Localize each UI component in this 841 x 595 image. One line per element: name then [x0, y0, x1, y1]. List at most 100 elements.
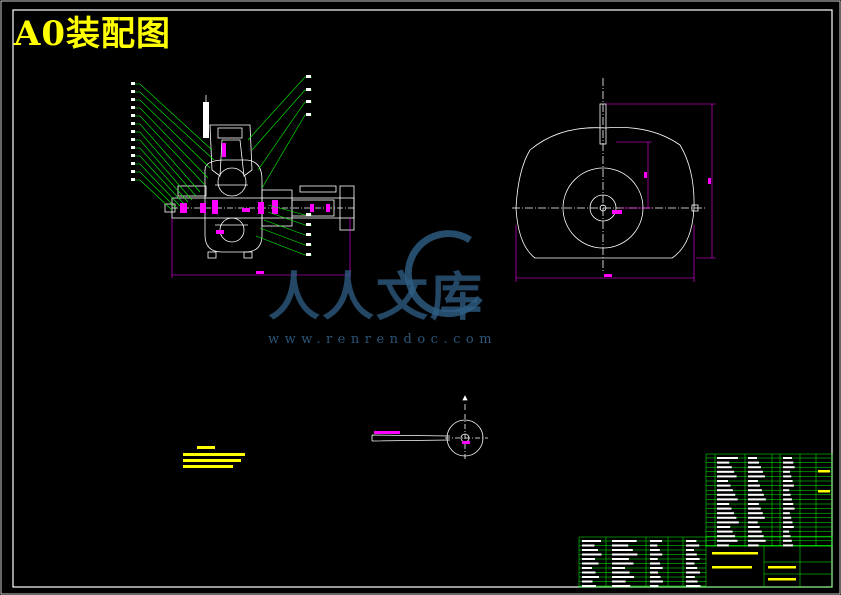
cell-text-mark — [612, 544, 629, 547]
title-block-text-mark — [768, 566, 796, 569]
cell-text-mark — [717, 470, 735, 473]
cell-text-mark — [748, 461, 759, 464]
cell-text-mark — [748, 503, 759, 505]
table-cell-text — [582, 457, 795, 587]
table-cell-text-yellow — [712, 470, 830, 581]
cell-text-mark — [582, 544, 595, 547]
cell-text-mark — [748, 475, 765, 478]
cell-text-mark — [717, 507, 732, 510]
cell-text-mark — [717, 457, 738, 459]
part-leaders-right — [247, 76, 312, 256]
cell-text-mark — [748, 526, 760, 528]
watermark-logo — [404, 230, 483, 318]
cell-text-mark — [612, 562, 634, 565]
title-block-text-mark — [712, 566, 752, 569]
cell-text-mark — [686, 580, 698, 583]
technical-notes-block — [183, 446, 253, 479]
cell-text-mark — [686, 549, 694, 551]
cell-text-mark — [783, 457, 792, 459]
watermark-url: www.renrendoc.com — [268, 332, 498, 347]
cell-text-mark — [582, 585, 596, 587]
cell-text-mark — [650, 553, 663, 556]
cell-text-mark — [686, 540, 697, 542]
cell-text-mark — [748, 493, 764, 496]
cell-text-mark — [783, 512, 790, 515]
cell-text-mark — [686, 558, 700, 560]
cell-text-mark — [650, 571, 659, 574]
cell-text-mark — [783, 484, 794, 487]
cell-text-mark — [582, 576, 599, 578]
cell-text-mark — [748, 470, 763, 473]
cell-text-mark — [650, 544, 658, 547]
cell-text-mark — [650, 549, 660, 551]
watermark-brand: 人人文库 — [268, 267, 485, 328]
cell-text-mark — [717, 526, 731, 528]
cell-text-mark — [717, 498, 738, 501]
cell-text-mark — [783, 475, 792, 478]
cell-text-mark — [748, 544, 759, 547]
cell-text-mark — [717, 503, 730, 505]
cell-text-mark — [717, 489, 733, 492]
cell-text-mark — [686, 576, 695, 578]
cell-text-mark — [686, 571, 700, 574]
cell-text-mark — [612, 567, 625, 569]
cell-text-mark — [650, 558, 658, 560]
lever-detail-view — [371, 395, 488, 460]
cell-text-mark — [717, 539, 738, 542]
cell-text-mark — [686, 585, 701, 587]
title-block-text-mark — [818, 470, 830, 473]
cell-text-mark — [783, 470, 790, 473]
title-block-text-mark — [818, 490, 830, 493]
cell-text-mark — [717, 516, 737, 519]
title-block-text-mark — [712, 552, 758, 555]
cell-text-mark — [783, 503, 794, 505]
cell-text-mark — [650, 540, 662, 542]
cell-text-mark — [717, 530, 733, 533]
cell-text-mark — [783, 516, 792, 519]
technical-notes-lines — [183, 446, 245, 468]
section-length-dimension — [171, 218, 351, 278]
cell-text-mark — [748, 507, 761, 510]
assembly-section-view — [164, 95, 355, 259]
cell-text-mark — [748, 512, 763, 515]
cell-text-mark — [783, 521, 793, 524]
cell-text-mark — [748, 480, 758, 482]
cell-text-mark — [612, 553, 638, 556]
cell-text-mark — [748, 498, 766, 501]
section-highlights — [180, 143, 330, 234]
cell-text-mark — [650, 585, 659, 587]
title-block-text-mark — [768, 578, 796, 581]
cell-text-mark — [748, 530, 762, 533]
part-leaders-left — [133, 83, 215, 211]
cell-text-mark — [783, 539, 792, 542]
cell-text-mark — [582, 562, 599, 565]
cell-text-mark — [717, 493, 736, 496]
cell-text-mark — [748, 521, 758, 524]
cell-text-mark — [686, 562, 695, 565]
cell-text-mark — [717, 544, 729, 547]
part-numbers-left — [131, 82, 135, 181]
cell-text-mark — [783, 480, 793, 482]
cell-text-mark — [612, 580, 626, 583]
cell-text-mark — [582, 553, 602, 556]
cell-text-mark — [650, 562, 661, 565]
part-numbers-right — [306, 75, 311, 256]
cell-text-mark — [783, 498, 792, 501]
cell-text-mark — [612, 571, 630, 574]
cell-text-mark — [612, 576, 635, 578]
cell-text-mark — [783, 526, 794, 528]
cell-text-mark — [748, 539, 766, 542]
cell-text-mark — [748, 516, 765, 519]
cell-text-mark — [612, 540, 637, 542]
cell-text-mark — [686, 553, 697, 556]
cell-text-mark — [582, 571, 596, 574]
cell-text-mark — [783, 544, 794, 547]
cell-text-mark — [748, 489, 762, 492]
cell-text-mark — [717, 466, 732, 469]
cell-text-mark — [717, 475, 737, 478]
cell-text-mark — [650, 576, 661, 578]
side-view — [512, 78, 705, 272]
cell-text-mark — [717, 521, 739, 524]
